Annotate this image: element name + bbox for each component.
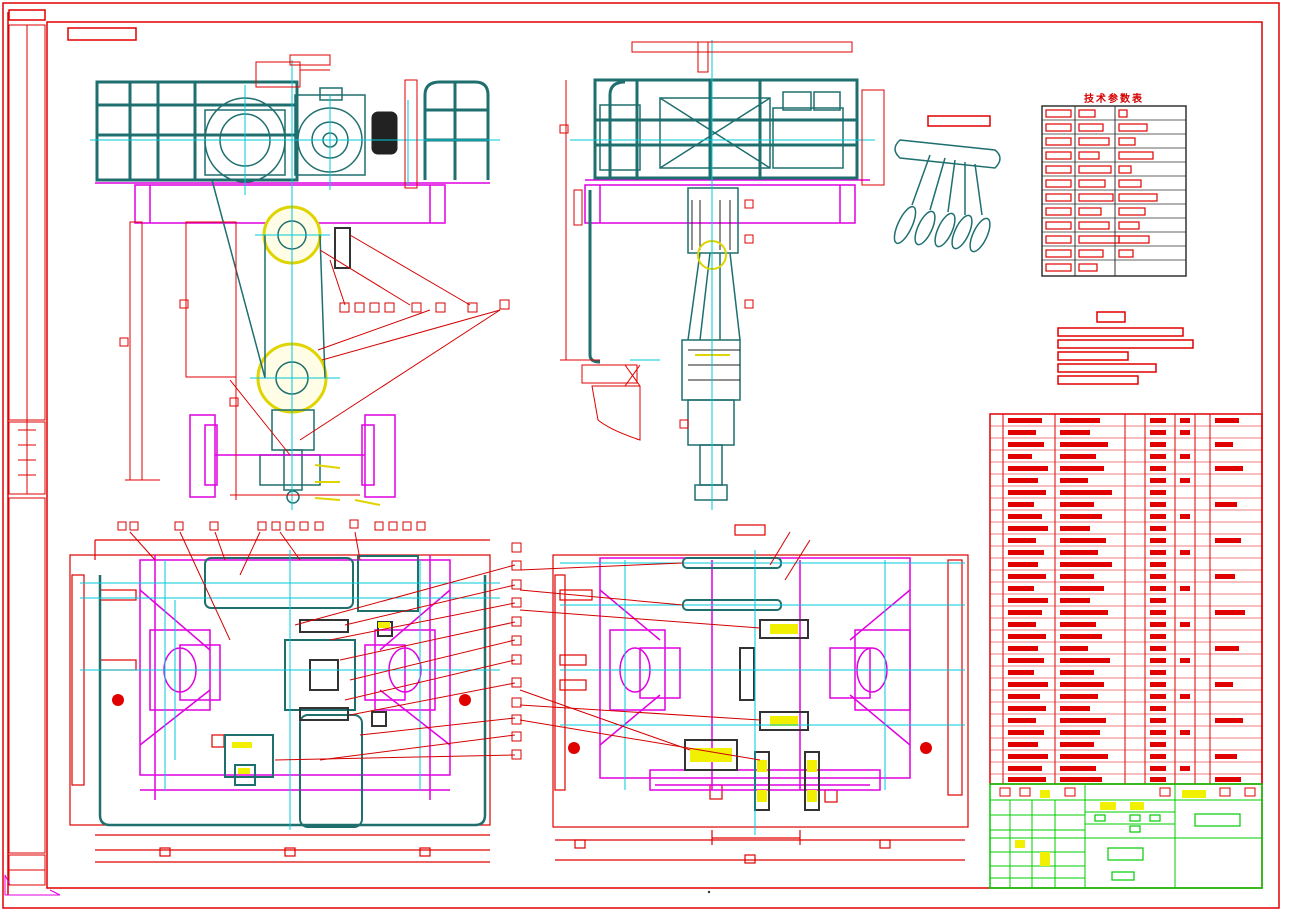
parameter-table-title: 技术参数表 [1084, 94, 1144, 105]
plan-view-right [519, 524, 969, 864]
plan-view-left [69, 519, 522, 863]
isometric-pulley-sketch [893, 115, 1001, 253]
sheet-center-mark [707, 890, 711, 894]
left-margin-strip [8, 24, 46, 886]
ucs-corner-marker [4, 874, 61, 896]
parameter-table [1041, 105, 1187, 277]
technical-notes [1057, 311, 1194, 385]
bill-of-materials [989, 413, 1263, 785]
title-block [989, 783, 1263, 889]
front-elevation-view [90, 54, 510, 510]
side-elevation-view [559, 40, 885, 510]
